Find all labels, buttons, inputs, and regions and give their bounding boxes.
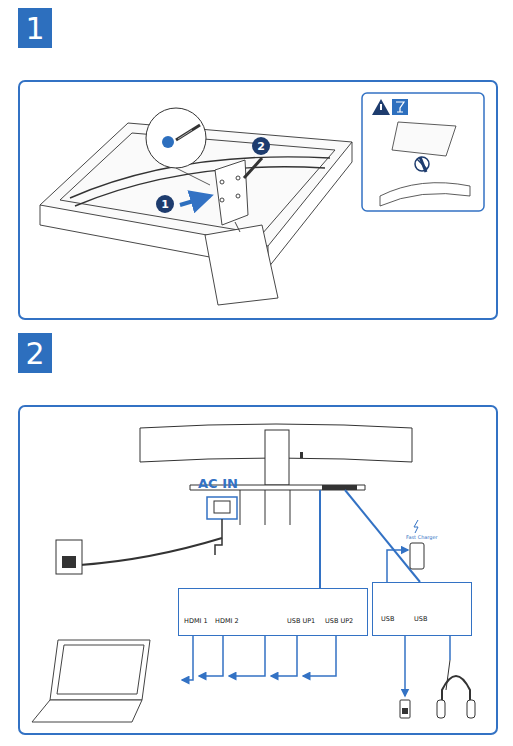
mount-detail [300, 452, 303, 458]
port-panel: HDMI 1 HDMI 2 USB UP1 USB UP2 [178, 588, 368, 636]
stand-legs [240, 490, 320, 525]
step-badge: 1 [18, 8, 52, 48]
phone [410, 543, 424, 569]
stand-neck [215, 160, 248, 225]
power-cable [80, 538, 222, 565]
stand-joint [235, 222, 240, 232]
laptop [32, 640, 150, 722]
cable-arrow [229, 636, 265, 676]
node-text: 2 [25, 336, 44, 371]
step-panel [19, 406, 497, 734]
rotate-symbol [162, 136, 174, 148]
leader-line [319, 490, 321, 588]
port-label: USB UP1 [287, 617, 315, 625]
screw [236, 194, 240, 198]
step-badge: 2 [18, 333, 52, 373]
prohibited-bar [417, 159, 427, 169]
laptop-screen [50, 640, 150, 700]
node-text: 1 [25, 11, 44, 46]
cable-arrow [404, 636, 406, 696]
callout-number: 1 [156, 195, 174, 213]
headphone-cable [446, 660, 450, 690]
port-slot [322, 485, 357, 490]
prohibited-sign [415, 157, 429, 171]
glass-symbol [396, 102, 404, 112]
direction-arrow [180, 196, 210, 205]
screwdriver-shaft [178, 130, 192, 139]
warning-mark [380, 104, 382, 110]
stand-base-inset [392, 122, 456, 156]
step-panel [19, 81, 497, 319]
monitor-curve [70, 157, 330, 198]
power-plug [215, 519, 222, 555]
port-label: USB [381, 615, 394, 623]
warning-inset [362, 93, 484, 211]
headphones [442, 676, 470, 716]
device-label: Fast Charger [406, 534, 438, 540]
monitor-curve [75, 167, 325, 206]
screw [220, 198, 224, 202]
stand-neck [265, 430, 289, 485]
screw [220, 180, 224, 184]
ac-socket [207, 497, 237, 519]
usb-stick [400, 700, 410, 718]
screwdriver [244, 158, 262, 178]
cable-arrow [387, 550, 408, 582]
fragile-icon [392, 99, 408, 115]
screwdriver [176, 125, 200, 140]
port-label: AC IN [198, 476, 238, 491]
magnifier [146, 108, 206, 168]
port-label: HDMI 2 [215, 617, 239, 625]
ear-cup [467, 700, 475, 718]
stand-base [205, 225, 278, 305]
warning-triangle [372, 99, 390, 115]
iec-inlet [214, 501, 230, 513]
callout-number: 2 [252, 137, 270, 155]
wall-plug [62, 556, 76, 568]
usb-stick-body [402, 708, 408, 714]
cable-arrow [303, 636, 336, 676]
port-panel: USB USB [372, 582, 472, 636]
port-label: USB [414, 615, 427, 623]
leader-line [176, 168, 210, 185]
port-label: USB UP2 [325, 617, 353, 625]
laptop-base [32, 700, 142, 722]
ear-cup [437, 700, 445, 718]
curved-screen-inset [380, 183, 470, 206]
node-text: 2 [257, 140, 265, 153]
wall-outlet [56, 540, 82, 574]
node-text: 1 [161, 198, 169, 211]
cable-arrow [199, 636, 223, 676]
screw [236, 176, 240, 180]
laptop-bezel [57, 645, 144, 694]
cable-arrow [271, 636, 297, 676]
cable-line [449, 636, 451, 660]
cable-arrow [182, 636, 193, 680]
port-label: HDMI 1 [184, 617, 208, 625]
lightning-symbol [414, 520, 418, 533]
